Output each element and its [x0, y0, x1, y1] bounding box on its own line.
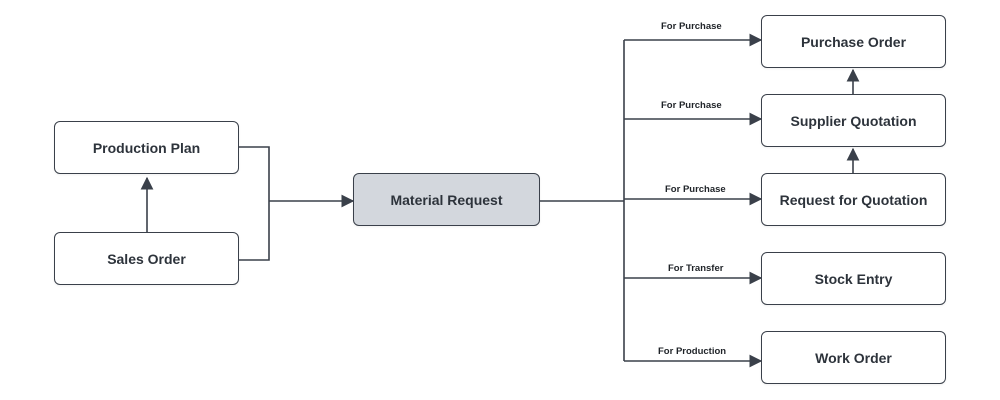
node-supplier-quotation[interactable]: Supplier Quotation [761, 94, 946, 147]
edge-label-request-for-quotation: For Purchase [665, 184, 726, 195]
node-label: Material Request [390, 191, 503, 208]
node-label: Production Plan [92, 139, 201, 156]
node-label: Purchase Order [800, 33, 907, 50]
node-sales-order[interactable]: Sales Order [54, 232, 239, 285]
edge-production-plan-out [239, 146, 270, 261]
node-material-request[interactable]: Material Request [353, 173, 540, 226]
node-production-plan[interactable]: Production Plan [54, 121, 239, 174]
node-label: Supplier Quotation [790, 112, 917, 129]
edge-label-supplier-quotation: For Purchase [661, 100, 722, 111]
node-purchase-order[interactable]: Purchase Order [761, 15, 946, 68]
node-label: Stock Entry [814, 270, 893, 287]
node-label: Sales Order [107, 250, 186, 267]
edge-label-purchase-order: For Purchase [661, 21, 722, 32]
node-label: Work Order [815, 349, 892, 366]
node-request-for-quotation[interactable]: Request for Quotation [761, 173, 946, 226]
node-work-order[interactable]: Work Order [761, 331, 946, 384]
node-stock-entry[interactable]: Stock Entry [761, 252, 946, 305]
node-label: Request for Quotation [779, 191, 928, 208]
edge-label-work-order: For Production [658, 346, 727, 357]
edge-label-stock-entry: For Transfer [668, 263, 724, 274]
